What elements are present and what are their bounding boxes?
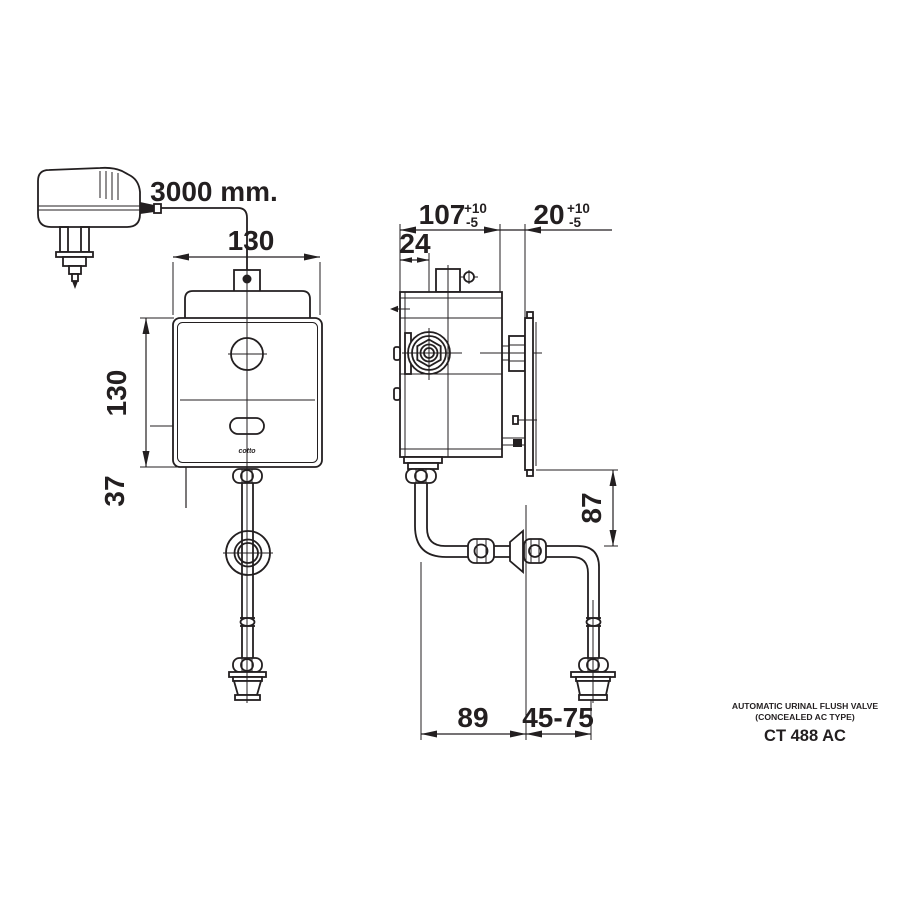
- wall-gap-tol-plus: +10: [567, 201, 590, 216]
- outlet-nut-side: [405, 468, 437, 484]
- depth-label: 107: [419, 199, 466, 230]
- depth-tol-minus: -5: [466, 215, 478, 230]
- sensor-offset-label: 37: [99, 475, 130, 506]
- dim-drop-height: 87: [536, 469, 618, 547]
- inlet-offset-label: 24: [399, 228, 431, 259]
- side-view: [390, 265, 616, 703]
- horizontal-run-label: 89: [457, 702, 488, 733]
- cable-length-label: 3000 mm.: [150, 176, 278, 207]
- dim-front-height: 130: [101, 317, 177, 468]
- water-inlet: [402, 328, 462, 380]
- front-height-label: 130: [101, 370, 132, 417]
- outlet-pipe-side: [403, 265, 616, 703]
- product-title-line2: (CONCEALED AC TYPE): [755, 712, 855, 722]
- wall-gap-label: 20: [533, 199, 564, 230]
- dim-depth: 107 +10 -5 20 +10 -5: [399, 199, 612, 318]
- adapter-vent-slats: [99, 171, 119, 200]
- wall-flange-side: [509, 529, 547, 574]
- dim-front-width: 130: [172, 225, 321, 315]
- pipe-union-nut: [467, 538, 495, 564]
- drop-height-label: 87: [576, 492, 607, 523]
- model-number: CT 488 AC: [764, 727, 846, 745]
- power-cable: [161, 207, 248, 270]
- mounting-tabs: [390, 305, 410, 401]
- spreader-range-label: 45-75: [522, 702, 594, 733]
- front-width-label: 130: [228, 225, 275, 256]
- supply-pipe-front: [223, 270, 273, 703]
- adapter-plug-prongs: [55, 226, 94, 289]
- wall-gap-tol-minus: -5: [569, 215, 581, 230]
- product-title-line1: AUTOMATIC URINAL FLUSH VALVE: [732, 701, 879, 711]
- depth-tol-plus: +10: [464, 201, 487, 216]
- gland-screw: [460, 270, 478, 284]
- wall-plate: [480, 311, 542, 477]
- power-adapter: [37, 166, 162, 289]
- dim-horizontal-run: 89 45-75: [420, 505, 594, 740]
- title-block: AUTOMATIC URINAL FLUSH VALVE (CONCEALED …: [732, 701, 879, 745]
